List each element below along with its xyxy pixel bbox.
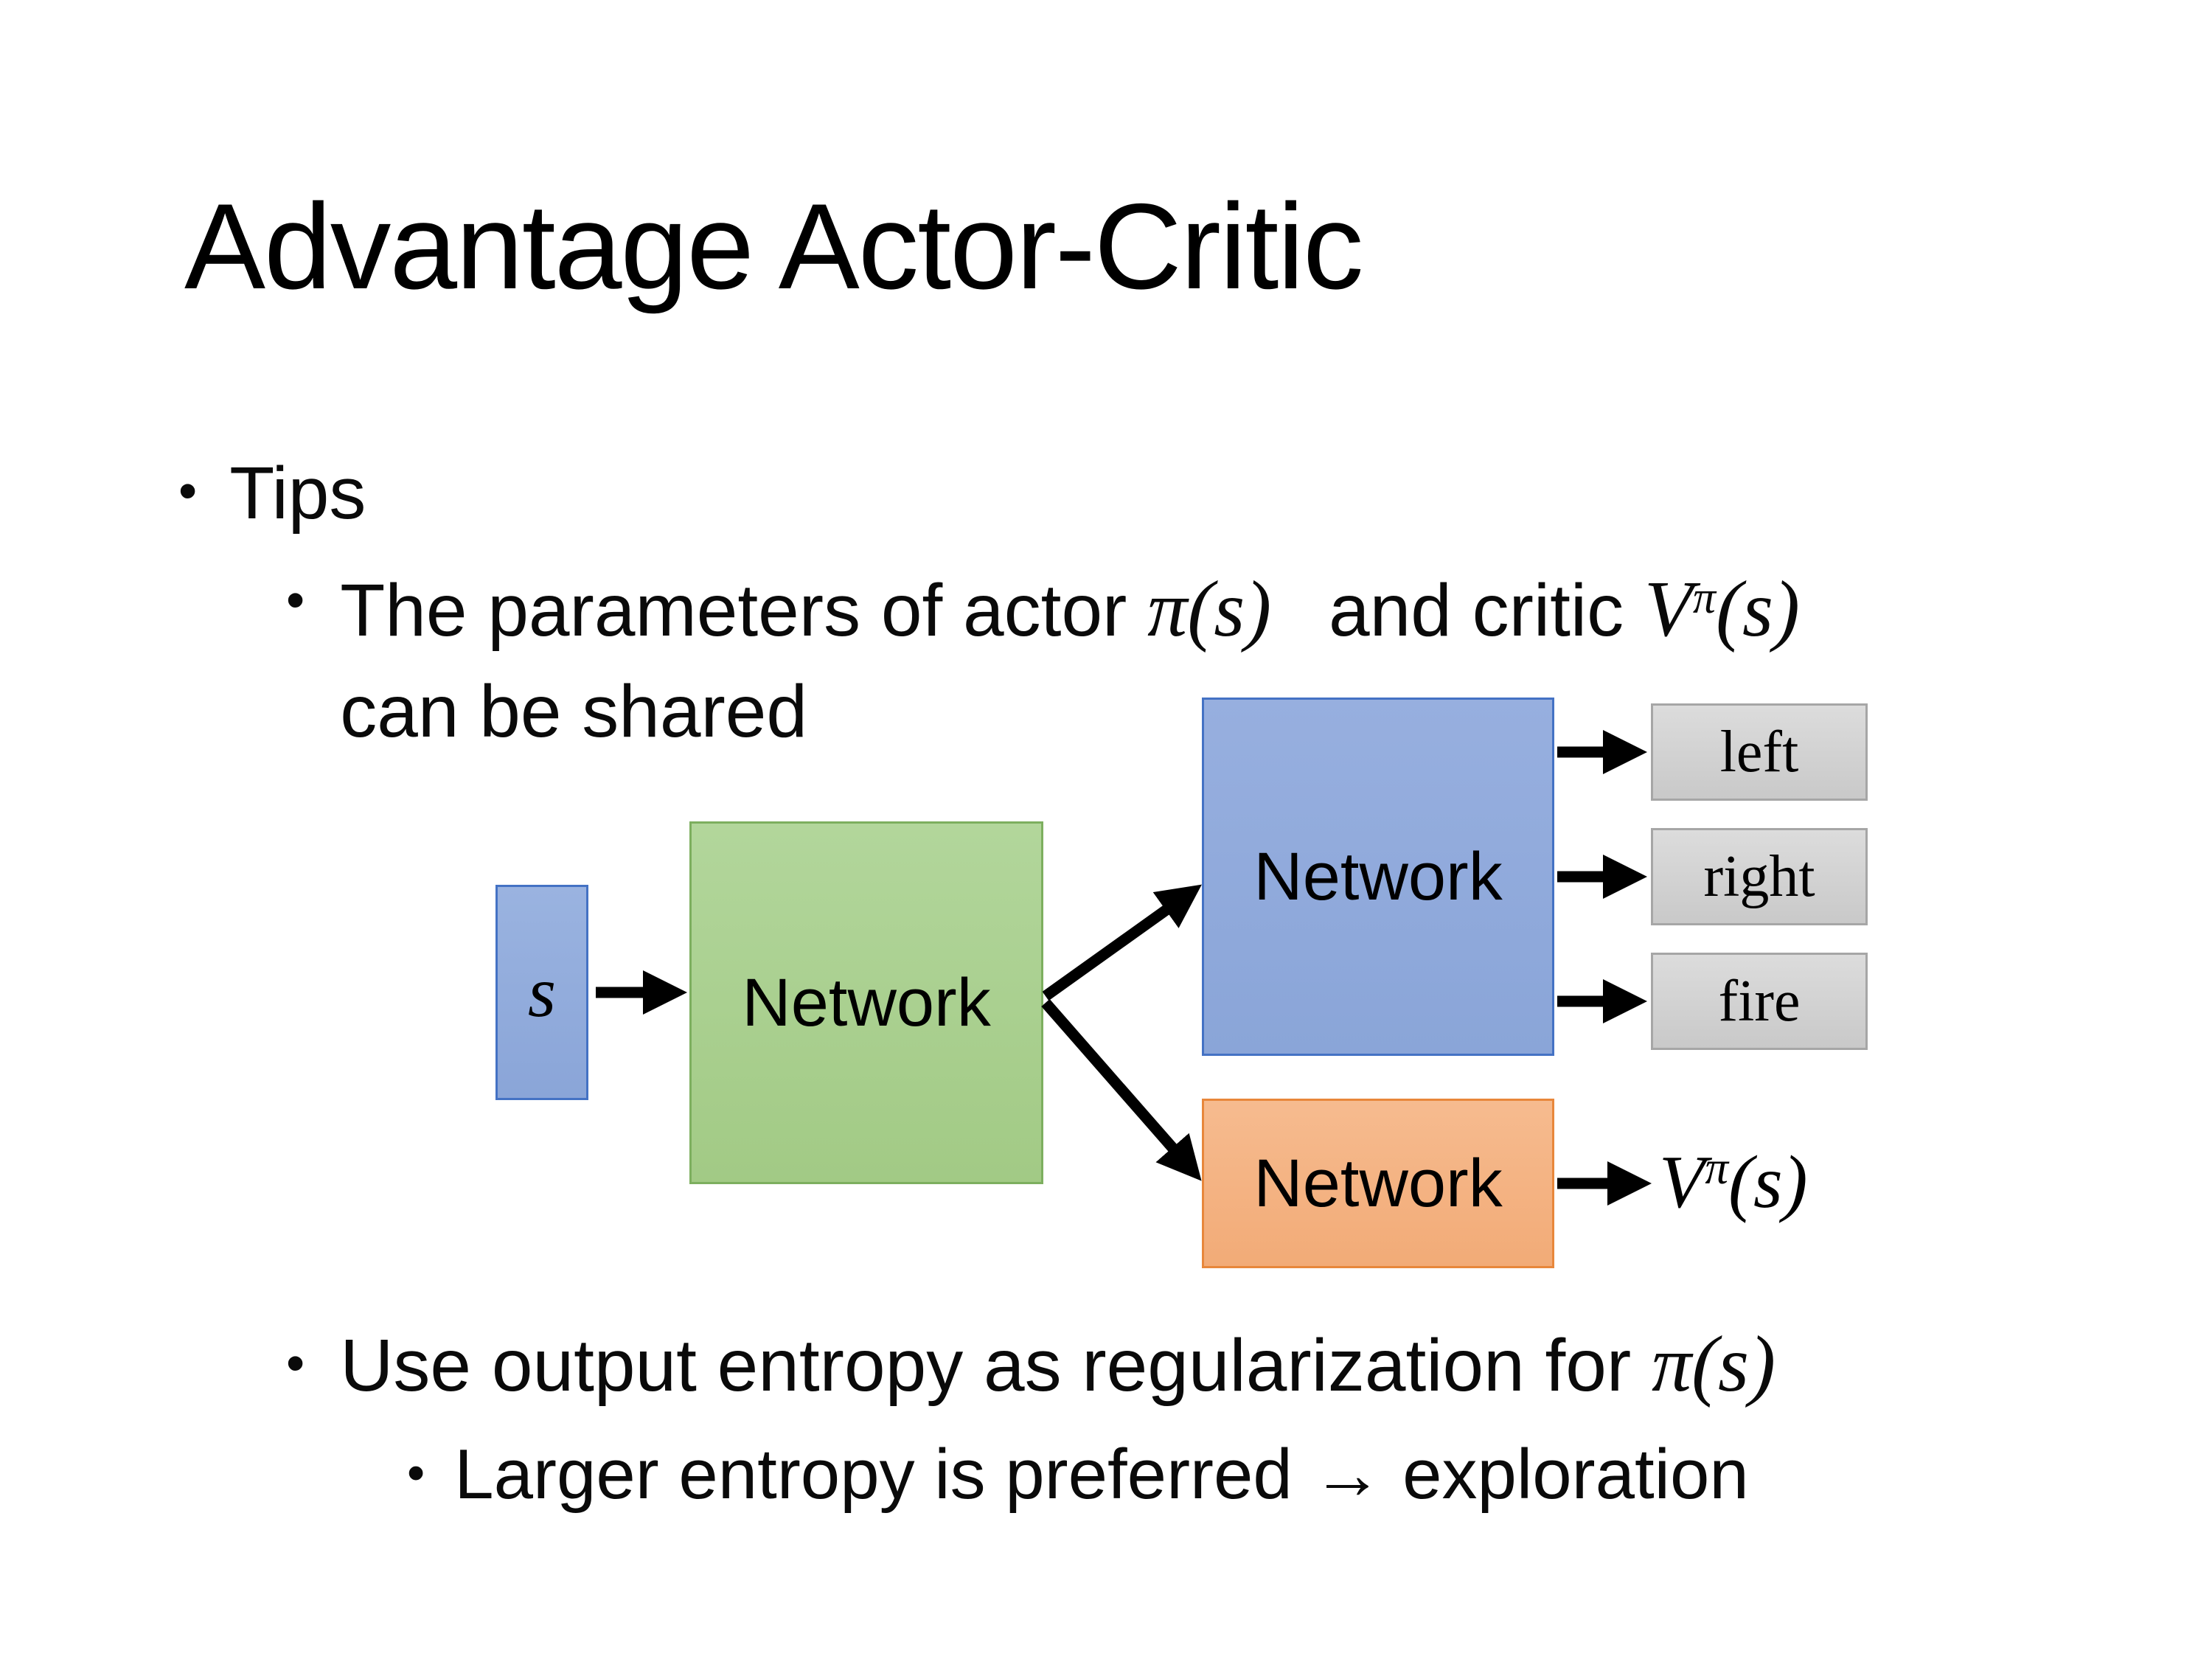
bullet-icon: • — [407, 1444, 425, 1502]
bullet-icon: • — [178, 461, 198, 521]
value-base: V — [1659, 1141, 1705, 1224]
state-label: s — [527, 953, 557, 1032]
shared-prefix: The parameters of actor — [340, 569, 1148, 652]
bullet-tips: • Tips — [178, 451, 366, 536]
bullet-icon: • — [286, 570, 305, 630]
bullet-entropy-reg-text: Use output entropy as regularization for… — [340, 1324, 1775, 1408]
critic-network-label: Network — [1253, 1145, 1503, 1221]
shared-network-label: Network — [742, 964, 991, 1040]
value-output-label: Vπ(s) — [1659, 1141, 1808, 1224]
entropy-pi-math: π(s) — [1651, 1321, 1776, 1408]
critic-v-args: (s) — [1715, 566, 1800, 653]
state-box: s — [495, 885, 588, 1100]
critic-v-sup: π — [1692, 573, 1716, 623]
actor-network-label: Network — [1253, 838, 1503, 914]
bullet-exploration: • Larger entropy is preferred → explorat… — [407, 1434, 1749, 1515]
actor-pi-math: π(s) — [1147, 566, 1272, 653]
action-box-left: left — [1651, 703, 1868, 801]
action-label-fire: fire — [1718, 968, 1801, 1034]
slide-title: Advantage Actor-Critic — [184, 178, 1364, 314]
bullet-shared-params: • The parameters of actor π(s) and criti… — [286, 560, 2093, 762]
action-box-fire: fire — [1651, 953, 1868, 1050]
bullet-shared-params-line1: The parameters of actor π(s) and critic … — [340, 560, 1800, 661]
bullet-shared-params-text: The parameters of actor π(s) and critic … — [340, 560, 1800, 762]
value-args: (s) — [1728, 1141, 1808, 1224]
arrow-shared-to-actor — [1042, 884, 1202, 1001]
entropy-prefix: Use output entropy as regularization for — [340, 1324, 1652, 1407]
shared-network-box: Network — [689, 821, 1043, 1184]
action-label-right: right — [1703, 844, 1815, 909]
action-label-left: left — [1719, 719, 1799, 785]
bullet-shared-params-line2: can be shared — [340, 670, 808, 753]
action-box-right: right — [1651, 828, 1868, 925]
bullet-icon: • — [286, 1333, 305, 1393]
bullet-entropy-reg: • Use output entropy as regularization f… — [286, 1324, 1775, 1408]
critic-network-box: Network — [1202, 1099, 1554, 1268]
shared-mid: and critic — [1271, 569, 1644, 652]
bullet-tips-label: Tips — [229, 452, 366, 535]
bullet-exploration-label: Larger entropy is preferred → exploratio… — [454, 1435, 1749, 1514]
arrow-shared-to-critic — [1041, 999, 1202, 1181]
critic-v-base: V — [1644, 566, 1693, 653]
actor-network-box: Network — [1202, 698, 1554, 1056]
value-sup: π — [1705, 1142, 1728, 1194]
